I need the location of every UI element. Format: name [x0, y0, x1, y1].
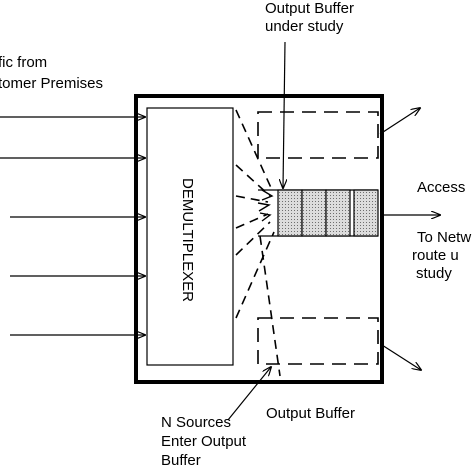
buffer-cell-2: [301, 189, 327, 237]
enter-output-label: Enter Output: [161, 433, 247, 450]
route-under-label: route u: [412, 247, 459, 264]
under-study-label: under study: [265, 18, 344, 35]
source-dashed-lines: [235, 109, 275, 319]
label-pointer-top: [283, 41, 285, 188]
source-arrowheads: [257, 189, 274, 222]
access-label: Access: [417, 179, 466, 196]
buffer-under-study: [258, 189, 379, 237]
buffer-cell-4: [353, 189, 379, 237]
study-label: study: [416, 265, 452, 282]
output-buffer-top: [257, 111, 379, 159]
output-buffer-under-study-label: Output Buffer: [265, 0, 354, 17]
buffer-label: Buffer: [161, 452, 201, 469]
demultiplexer-block: [146, 107, 234, 366]
label-pointer-bottom: [227, 367, 271, 421]
output-arrow-top: [379, 108, 420, 135]
output-arrows: [379, 108, 440, 370]
output-buffer-bottom: [257, 317, 379, 365]
demultiplexer-label: DEMULTIPLEXER: [179, 178, 196, 302]
output-buffer-bottom-label: Output Buffer: [266, 405, 355, 422]
buffer-side-dashed: [259, 235, 281, 377]
n-sources-label: N Sources: [161, 414, 232, 431]
output-arrow-bottom: [381, 344, 421, 370]
customer-premises-label: tomer Premises: [0, 75, 104, 92]
input-arrows: [0, 117, 145, 335]
buffer-cell-3: [325, 189, 351, 237]
traffic-from-label: fic from: [0, 54, 48, 71]
buffer-cell-1: [277, 189, 303, 237]
to-network-label: To Netw: [417, 229, 472, 246]
